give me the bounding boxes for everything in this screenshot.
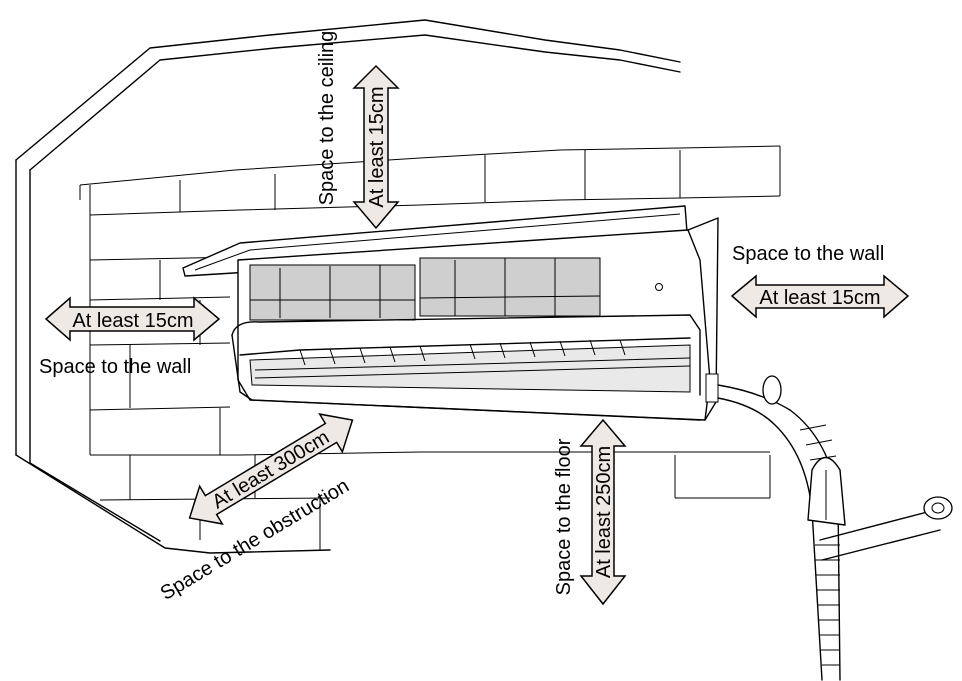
drain-pipe <box>717 375 953 681</box>
right-wall-arrow <box>730 274 910 319</box>
ceiling-value-label: At least 15cm <box>366 86 388 207</box>
right-wall-value-label: At least 15cm <box>759 287 880 309</box>
left-wall-desc-label: Space to the wall <box>39 356 191 378</box>
left-wall-value-label: At least 15cm <box>72 310 193 332</box>
floor-desc-label: Space to the floor <box>553 438 575 595</box>
ceiling-desc-label: Space to the ceiling <box>316 31 338 206</box>
right-wall-desc-label: Space to the wall <box>732 243 884 265</box>
floor-arrow <box>579 418 627 606</box>
left-wall-arrow <box>44 296 221 342</box>
obstruction-arrow <box>188 413 354 525</box>
room-outline <box>15 19 781 554</box>
floor-value-label: At least 250cm <box>593 446 615 578</box>
ceiling-arrow <box>352 64 400 230</box>
indoor-unit <box>182 205 719 421</box>
